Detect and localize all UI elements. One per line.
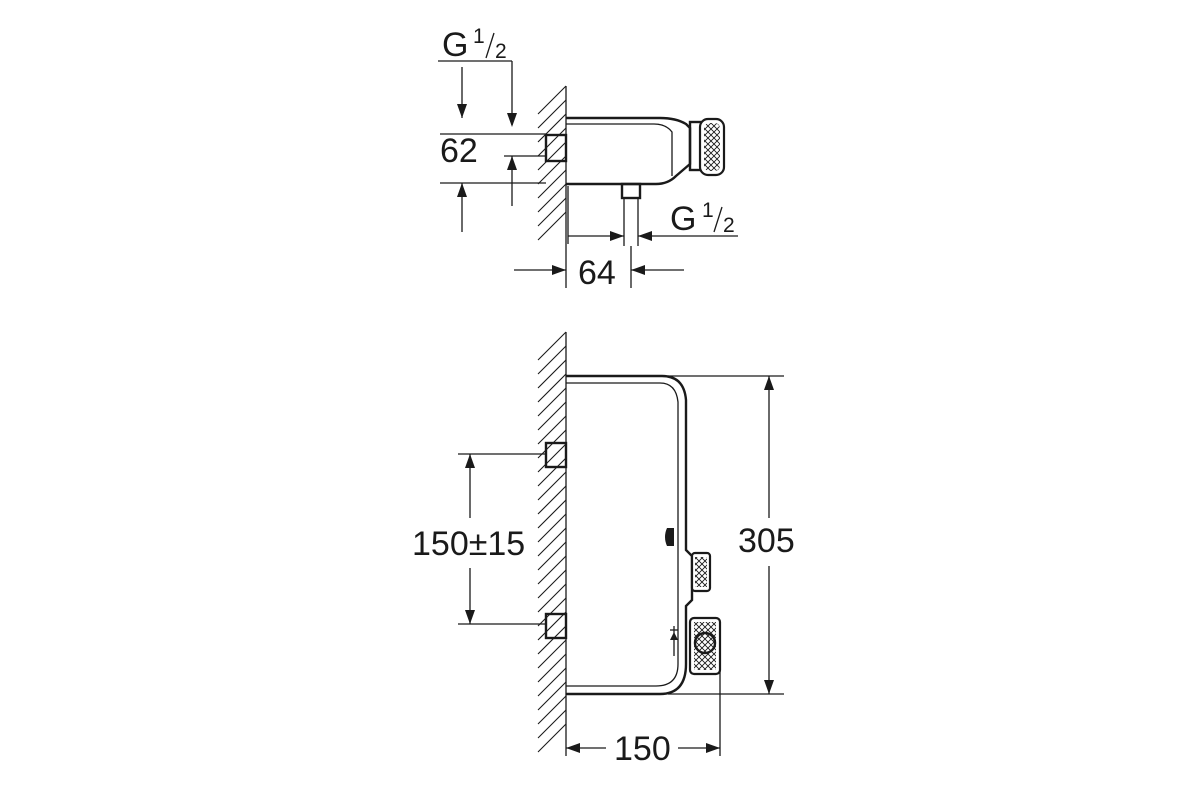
svg-text:2: 2 [723, 214, 735, 237]
hatch-line [537, 457, 567, 487]
hatch-line [537, 401, 567, 431]
hatch-line [537, 667, 567, 697]
hatch-line [537, 485, 567, 515]
hatch-line [537, 681, 567, 711]
hatch-line [537, 373, 567, 403]
hatch-line [537, 471, 567, 501]
hatch-line [537, 99, 567, 129]
side-wall-connection [544, 133, 568, 163]
hatch-line [537, 709, 567, 739]
svg-text:1: 1 [702, 199, 714, 222]
hatch-line [537, 597, 567, 627]
side-mixer-body [566, 116, 704, 186]
front-knob-upper [690, 551, 712, 593]
front-wall-hatch [537, 331, 567, 753]
side-dim-height: 62 [440, 67, 546, 232]
hatch-line [537, 331, 567, 361]
front-mixer-body [566, 374, 694, 696]
hatch-line [537, 443, 567, 473]
hatch-line [537, 141, 567, 171]
front-wall-connection-bottom [544, 612, 568, 640]
front-wall-connection-top [544, 441, 568, 469]
hatch-line [537, 127, 567, 157]
side-connection-label-bottom: G 1 2 [567, 186, 738, 244]
hatch-line [537, 359, 567, 389]
hatch-line [537, 639, 567, 669]
front-dim-width: 150 [565, 650, 721, 768]
hatch-line [537, 113, 567, 143]
front-dim-height: 305 [668, 375, 795, 695]
svg-text:2: 2 [495, 40, 507, 63]
hatch-line [537, 723, 567, 753]
hatch-line [537, 85, 567, 115]
hatch-line [537, 541, 567, 571]
front-dim-inlet-spacing: 150±15 [412, 453, 546, 625]
hatch-line [537, 653, 567, 683]
svg-text:G: G [670, 200, 696, 238]
hatch-line [537, 345, 567, 375]
hatch-line [537, 527, 567, 557]
svg-text:62: 62 [440, 132, 478, 170]
side-connection-label-top: G 1 2 [438, 25, 517, 127]
side-wall-hatch [537, 85, 567, 241]
front-view: 150±15 305 150 [412, 331, 795, 768]
hatch-line [537, 499, 567, 529]
hatch-line [537, 583, 567, 613]
svg-text:305: 305 [738, 522, 795, 560]
hatch-line [537, 183, 567, 213]
side-dim-depth: 64 [514, 226, 684, 292]
hatch-line [537, 197, 567, 227]
side-view: G 1 2 62 G 1 2 [438, 25, 738, 292]
front-knob-lower [688, 616, 722, 676]
svg-text:1: 1 [473, 25, 485, 48]
hatch-line [537, 415, 567, 445]
hatch-line [537, 569, 567, 599]
hatch-line [537, 555, 567, 585]
hatch-line [537, 625, 567, 655]
svg-text:G: G [442, 26, 468, 64]
hatch-line [537, 611, 567, 641]
hatch-line [537, 695, 567, 725]
svg-text:150±15: 150±15 [412, 525, 525, 563]
hatch-line [537, 211, 567, 241]
side-outlet [620, 182, 642, 246]
side-knob [698, 117, 726, 177]
svg-text:64: 64 [578, 254, 616, 292]
hatch-line [537, 387, 567, 417]
hatch-line [537, 169, 567, 199]
hatch-line [537, 513, 567, 543]
svg-text:150: 150 [614, 730, 671, 768]
